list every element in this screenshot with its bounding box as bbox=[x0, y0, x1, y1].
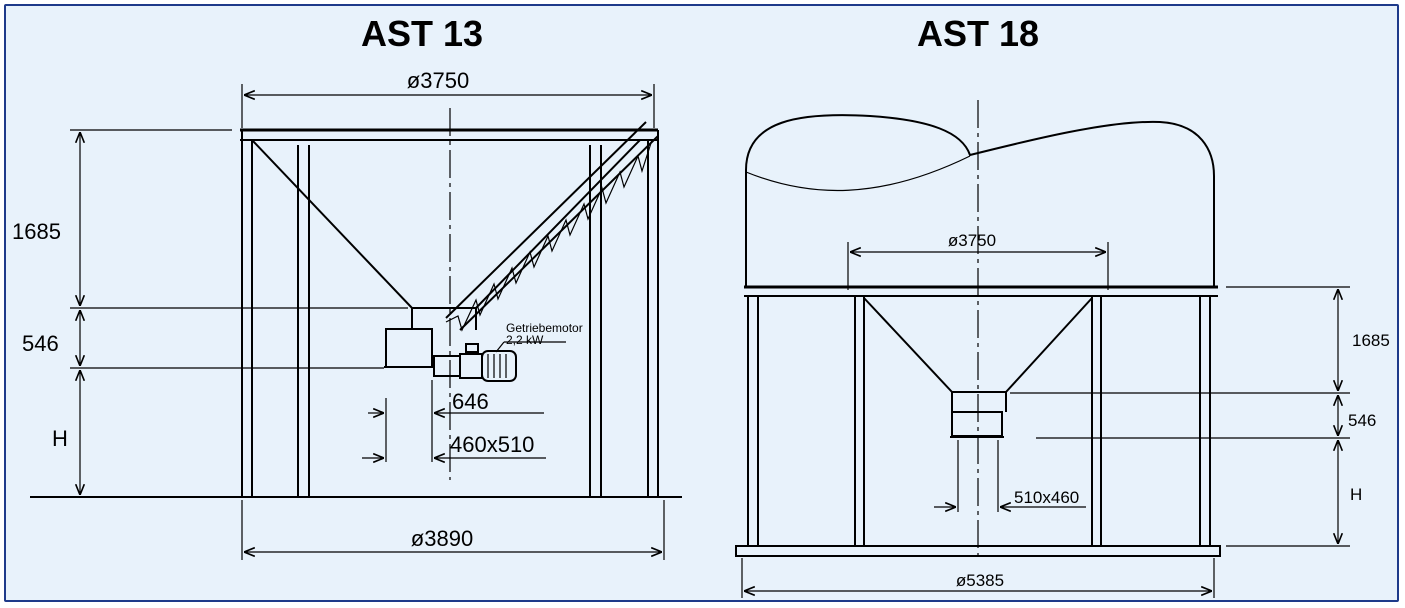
ast18-title: AST 18 bbox=[917, 13, 1039, 54]
ast13-outlet-height: 546 bbox=[22, 331, 59, 356]
ast18-diameter: ø3750 bbox=[948, 231, 996, 250]
ast18-outlet-height: 546 bbox=[1348, 411, 1376, 430]
ast18-outlet-size: 510x460 bbox=[1014, 488, 1079, 507]
ast13-dim-646: 646 bbox=[452, 389, 489, 414]
ast13-hopper-height: 1685 bbox=[12, 219, 61, 244]
ast18-silo-drawing: ø3750 1685 546 H 510x460 ø5385 bbox=[735, 100, 1390, 598]
ast18-hopper-height: 1685 bbox=[1352, 331, 1390, 350]
ast13-motor-power: 2,2 kW bbox=[506, 333, 544, 347]
ast13-top-diameter-label: ø3750 bbox=[407, 68, 469, 93]
ast13-motor-label: Getriebemotor bbox=[506, 321, 583, 335]
ast13-base-diameter: ø3890 bbox=[411, 526, 473, 551]
ast13-h-label: H bbox=[52, 426, 68, 451]
ast13-title: AST 13 bbox=[361, 13, 483, 54]
drawing-frame bbox=[4, 4, 1399, 602]
ast13-outlet-size: 460x510 bbox=[450, 432, 534, 457]
ast18-h-label: H bbox=[1350, 485, 1362, 504]
ast13-silo-drawing: ø3750 Getr bbox=[12, 68, 682, 560]
ast18-base-diameter: ø5385 bbox=[956, 571, 1004, 590]
